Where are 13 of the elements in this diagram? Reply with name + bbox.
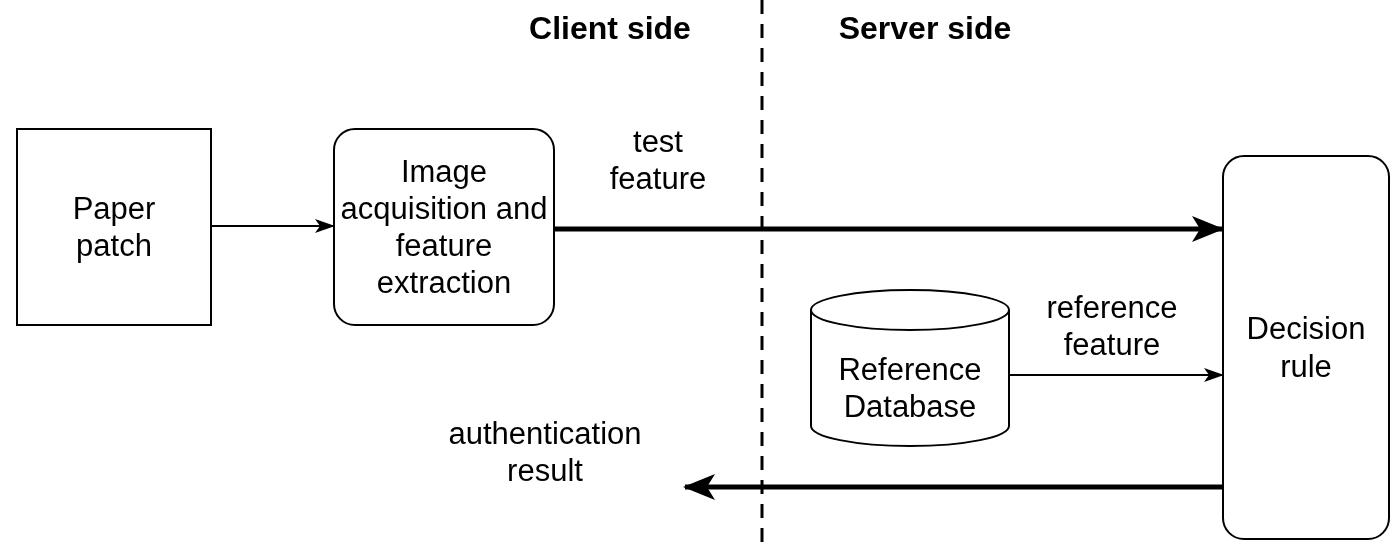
arrow [683, 474, 1222, 500]
arrow [1009, 368, 1224, 382]
node-label: Image acquisition and feature extraction [339, 152, 549, 302]
process-box [333, 128, 555, 326]
process-box [1222, 155, 1390, 540]
section-heading: Client side [529, 10, 691, 47]
arrow [211, 219, 335, 233]
process-box [16, 128, 212, 326]
node-label: Decision rule [1245, 310, 1367, 385]
section-heading: Server side [838, 10, 1012, 47]
node-label: Reference Database [837, 350, 983, 426]
arrow [555, 216, 1224, 242]
node-label: Paper patch [71, 189, 157, 265]
